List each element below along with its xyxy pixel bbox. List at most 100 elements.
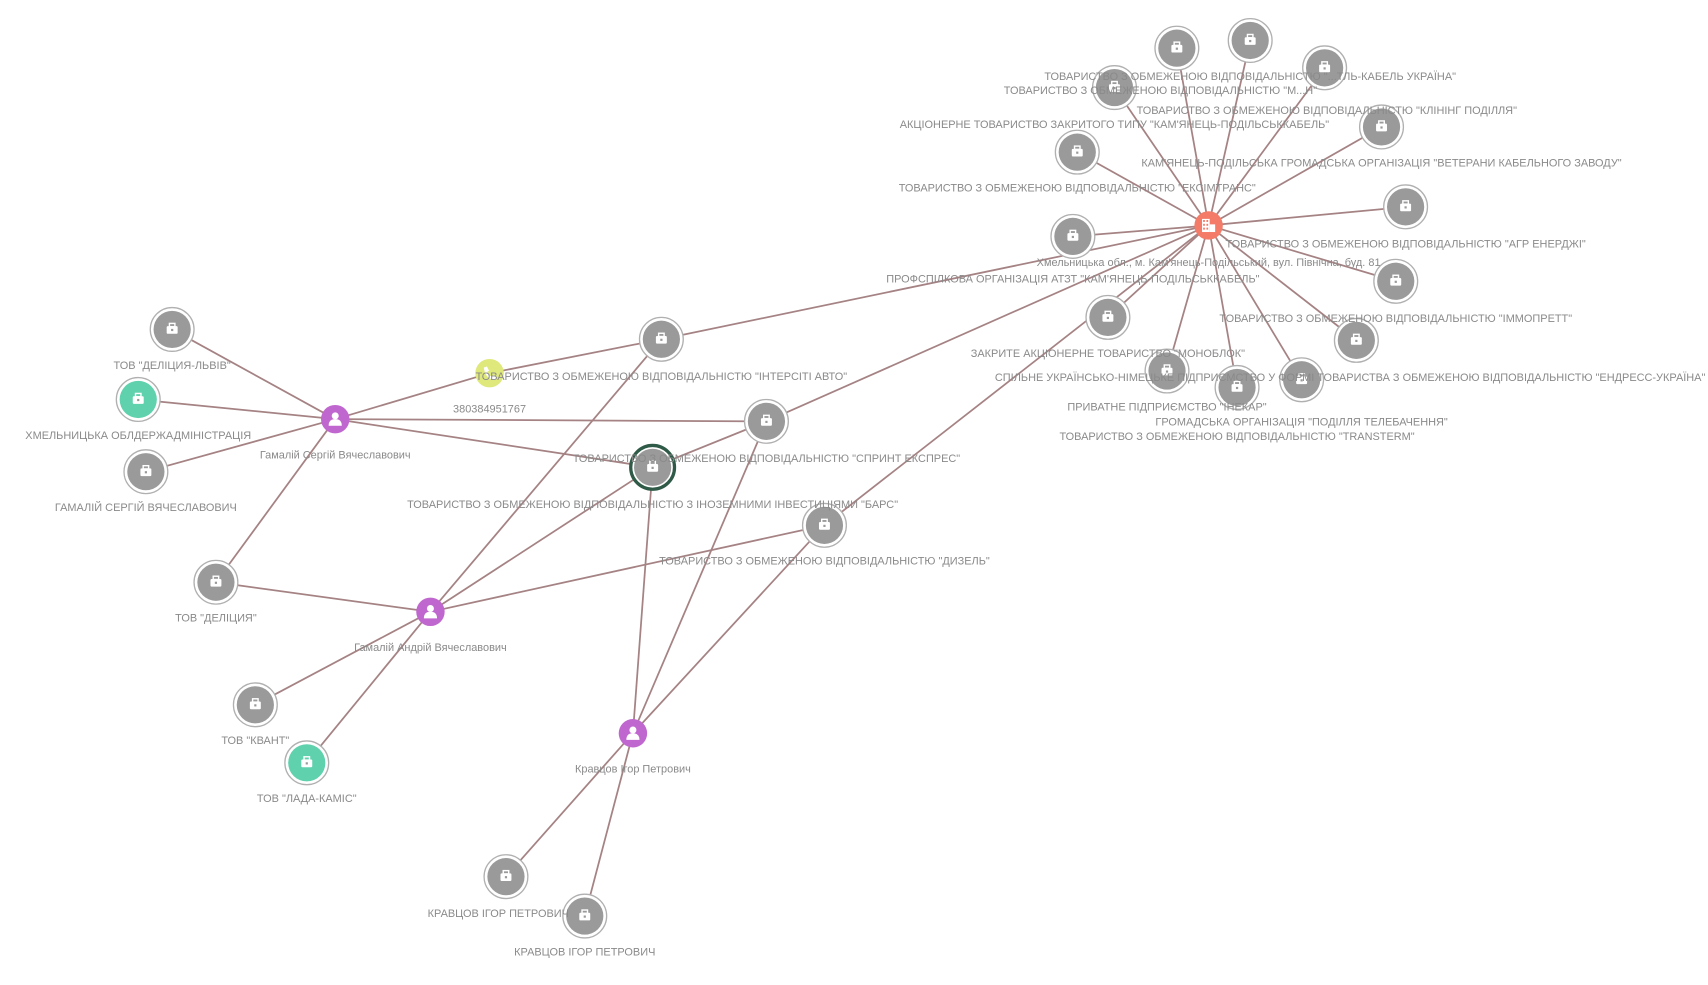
edge-phone-c_intersiti [489,338,662,375]
edge-p_sergii-c_delicia_lviv [171,328,336,420]
edge-p_sergii-c_bars [335,418,653,469]
edge-hub-c_transterm [1207,225,1238,388]
edge-p_sergii-c_gamalii [145,418,336,473]
node-company[interactable] [193,559,239,605]
node-label: ТОВ "ДЕЛІЦИЯ" [175,613,257,625]
node-label: ТОВАРИСТВО З ОБМЕЖЕНОЮ ВІДПОВІДАЛЬНІСТЮ … [1137,105,1517,117]
edge-hub-c_immo [1208,224,1397,283]
edge-c_dyzel-p_kravtsov [632,524,826,734]
edge-p_sergii-phone [334,372,490,421]
node-company[interactable] [1091,65,1138,111]
edge-c_intersiti-p_andrii [429,338,663,613]
node-company[interactable] [1050,213,1096,259]
node-company[interactable] [1214,364,1260,410]
briefcase-icon [166,322,178,334]
node-label: СПІЛЬНЕ УКРАЇНСЬКО-НІМЕЦЬКЕ ПІДПРИЄМСТВО… [995,372,1706,384]
node-company[interactable] [1358,104,1405,150]
node-company[interactable] [1302,45,1348,91]
node-company[interactable] [743,398,789,444]
node-person[interactable] [618,719,648,748]
briefcase-icon [760,414,772,426]
edges-layer [138,40,1406,917]
node-company[interactable] [149,306,195,352]
briefcase-icon [1244,33,1256,45]
edge-hub-c_klining [1207,67,1326,226]
node-label: ТОВАРИСТВО З ОБМЕЖЕНОЮ ВІДПОВІДАЛЬНІСТЮ … [476,371,848,383]
node-company[interactable] [1333,317,1379,363]
node-company[interactable] [483,854,529,900]
edge-hub-c_veterany [1208,126,1382,227]
node-company[interactable] [629,443,677,491]
node-government[interactable] [115,376,161,423]
node-label: ПРОФСПІЛКОВА ОРГАНІЗАЦІЯ АТЗТ "КАМ'ЯНЕЦЬ… [886,273,1259,285]
edge-p_andrii-g_lada [306,611,432,764]
node-label: ХМЕЛЬНИЦЬКА ОБЛДЕРЖАДМІНІСТРАЦІЯ [25,430,251,442]
node-company[interactable] [1054,129,1100,175]
node-company[interactable] [562,893,608,939]
node-label: 380384951767 [453,404,526,416]
briefcase-icon [1350,333,1362,345]
node-address[interactable] [1194,211,1223,240]
node-label: ТОВАРИСТВО З ОБМЕЖЕНОЮ ВІДПОВІДАЛЬНІСТЮ … [407,499,898,511]
edge-p_sergii-g_oblderzh [138,398,336,421]
edge-c_dyzel-p_andrii [430,524,825,613]
person-icon [626,726,640,740]
node-label: ТОВАРИСТВО З ОБМЕЖЕНОЮ ВІДПОВІДАЛЬНІСТЮ … [1225,238,1585,250]
node-label: ГАМАЛІЙ СЕРГІЙ ВЯЧЕСЛАВОВИЧ [55,501,237,514]
briefcase-icon [579,909,591,921]
node-label: КРАВЦОВ ІГОР ПЕТРОВИЧ [428,908,569,920]
briefcase-icon [1231,380,1243,392]
node-phone[interactable] [475,358,504,388]
node-person[interactable] [416,597,445,627]
briefcase-icon [1171,41,1183,53]
briefcase-icon [818,518,830,530]
edge-c_sprint-p_kravtsov [632,421,768,734]
edge-hub-c_eksim [1076,151,1210,227]
briefcase-icon [1161,364,1173,376]
node-label: ТОВАРИСТВО З ОБМЕЖЕНОЮ ВІДПОВІДАЛЬНІСТЮ … [899,183,1256,195]
edge-p_sergii-c_delicia [215,418,336,583]
node-company[interactable] [232,682,278,728]
edge-hub-c_monoblok [1107,224,1210,319]
node-government[interactable] [284,740,330,786]
node-company[interactable] [1383,184,1429,230]
edge-hub-c_kabel_ua [1207,40,1252,226]
node-company[interactable] [801,502,847,548]
briefcase-icon [1109,80,1120,92]
briefcase-icon [1296,373,1308,385]
node-label: ТОВАРИСТВО З ОБМЕЖЕНОЮ ВІДПОВІДАЛЬНІСТЮ … [659,556,990,568]
person-icon [423,605,438,619]
briefcase-icon [1376,120,1387,132]
briefcase-icon [132,392,144,404]
node-label: ТОВАРИСТВО З ОБМЕЖЕНОЮ ВІДПОВІДАЛЬНІСТЮ … [1004,85,1317,97]
node-label: Гамалій Андрій Вячеславович [354,642,507,654]
node-company[interactable] [1085,294,1131,340]
node-company[interactable] [1227,17,1273,64]
node-label: ГРОМАДСЬКА ОРГАНІЗАЦІЯ "ПОДІЛЛЯ ТЕЛЕБАЧЕ… [1155,417,1447,429]
node-label: ТОВ "ДЕЛІЦИЯ-ЛЬВІВ" [114,360,231,372]
node-label: Кравцов Ігор Петрович [575,764,691,776]
briefcase-icon [249,698,261,710]
person-icon [328,412,342,426]
node-company[interactable] [638,316,684,362]
briefcase-icon [500,869,512,882]
phone-icon [483,366,497,380]
labels-layer: Хмельницька обл., м. Кам'янець-Подільськ… [25,71,1705,959]
building-icon [1202,218,1216,233]
node-company[interactable] [123,449,169,495]
briefcase-icon [1102,310,1114,322]
edge-c_bars-p_kravtsov [632,467,654,734]
node-label: ЗАКРИТЕ АКЦІОНЕРНЕ ТОВАРИСТВО "МОНОБЛОК" [971,348,1245,360]
node-company[interactable] [1373,258,1419,304]
node-company[interactable] [1279,357,1325,403]
node-company[interactable] [1154,25,1200,71]
edge-p_andrii-c_delicia [215,581,431,613]
node-person[interactable] [321,404,350,434]
edge-hub-c_m [1175,48,1210,226]
node-company[interactable] [1144,348,1190,394]
briefcase-icon [1319,61,1331,73]
node-label: ТОВАРИСТВО З ОБМЕЖЕНОЮ ВІДПОВІДАЛЬНІСТЮ … [1044,71,1456,83]
edge-hub-c_atzt [1113,87,1210,226]
edge-p_kravtsov-c_kravtsov2 [583,733,634,917]
